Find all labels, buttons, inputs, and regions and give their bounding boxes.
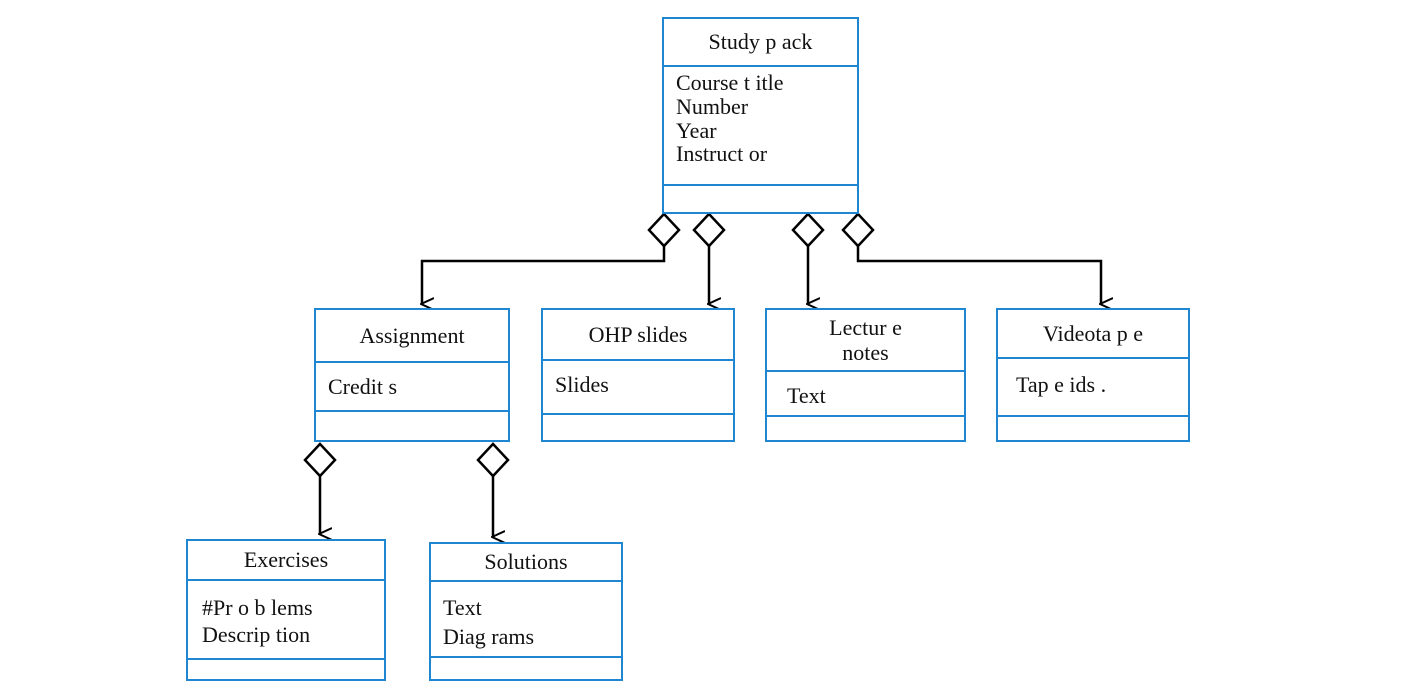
link-studypack-assignment <box>422 212 681 304</box>
attribute: Tap e ids . <box>1016 372 1107 397</box>
link-studypack-lecture-notes <box>791 212 825 304</box>
aggregation-diamond-icon <box>647 212 681 248</box>
class-name: Solutions <box>431 544 621 582</box>
class-exercises: Exercises #Pr o b lems Descrip tion <box>186 539 386 681</box>
attribute: Descrip tion <box>202 621 311 647</box>
attribute: Text <box>443 595 482 620</box>
class-name: Assignment <box>316 310 508 363</box>
link-assignment-exercises <box>303 442 337 534</box>
class-attributes: #Pr o b lems Descrip tion <box>188 581 384 660</box>
attribute: Diag rams <box>443 623 535 649</box>
attribute: Instruct or <box>676 141 768 167</box>
link-studypack-videotape <box>841 212 1101 304</box>
class-attributes: Slides <box>543 361 733 415</box>
aggregation-diamond-icon <box>476 442 510 478</box>
aggregation-diamond-icon <box>791 212 825 248</box>
attribute: Year <box>676 117 717 143</box>
aggregation-diamond-icon <box>692 212 726 248</box>
class-name: Lectur e notes <box>767 310 964 372</box>
class-attributes: Course t itle Number Year Instruct or <box>664 67 857 186</box>
class-name: Study p ack <box>664 19 857 67</box>
link-assignment-solutions <box>476 442 510 537</box>
attribute: Credit s <box>328 374 398 399</box>
class-lecture-notes: Lectur e notes Text <box>765 308 966 442</box>
class-attributes: Credit s <box>316 363 508 412</box>
attribute: Slides <box>555 372 609 397</box>
class-ohp-slides: OHP slides Slides <box>541 308 735 442</box>
class-attributes: Tap e ids . <box>998 359 1188 417</box>
attribute: #Pr o b lems <box>202 595 313 620</box>
class-name: Videota p e <box>998 310 1188 359</box>
attribute: Course t itle <box>676 70 784 95</box>
class-attributes: Text Diag rams <box>431 582 621 658</box>
class-name-line: notes <box>842 340 889 365</box>
aggregation-diamond-icon <box>841 212 875 248</box>
attribute: Text <box>787 383 826 408</box>
class-videotape: Videota p e Tap e ids . <box>996 308 1190 442</box>
class-assignment: Assignment Credit s <box>314 308 510 442</box>
class-name: Exercises <box>188 541 384 581</box>
attribute: Number <box>676 93 749 119</box>
link-studypack-ohp-slides <box>692 212 726 304</box>
class-solutions: Solutions Text Diag rams <box>429 542 623 681</box>
class-name-line: Lectur e <box>829 314 902 340</box>
class-study-pack: Study p ack Course t itle Number Year In… <box>662 17 859 214</box>
class-name: OHP slides <box>543 310 733 361</box>
aggregation-diamond-icon <box>303 442 337 478</box>
class-attributes: Text <box>767 372 964 417</box>
